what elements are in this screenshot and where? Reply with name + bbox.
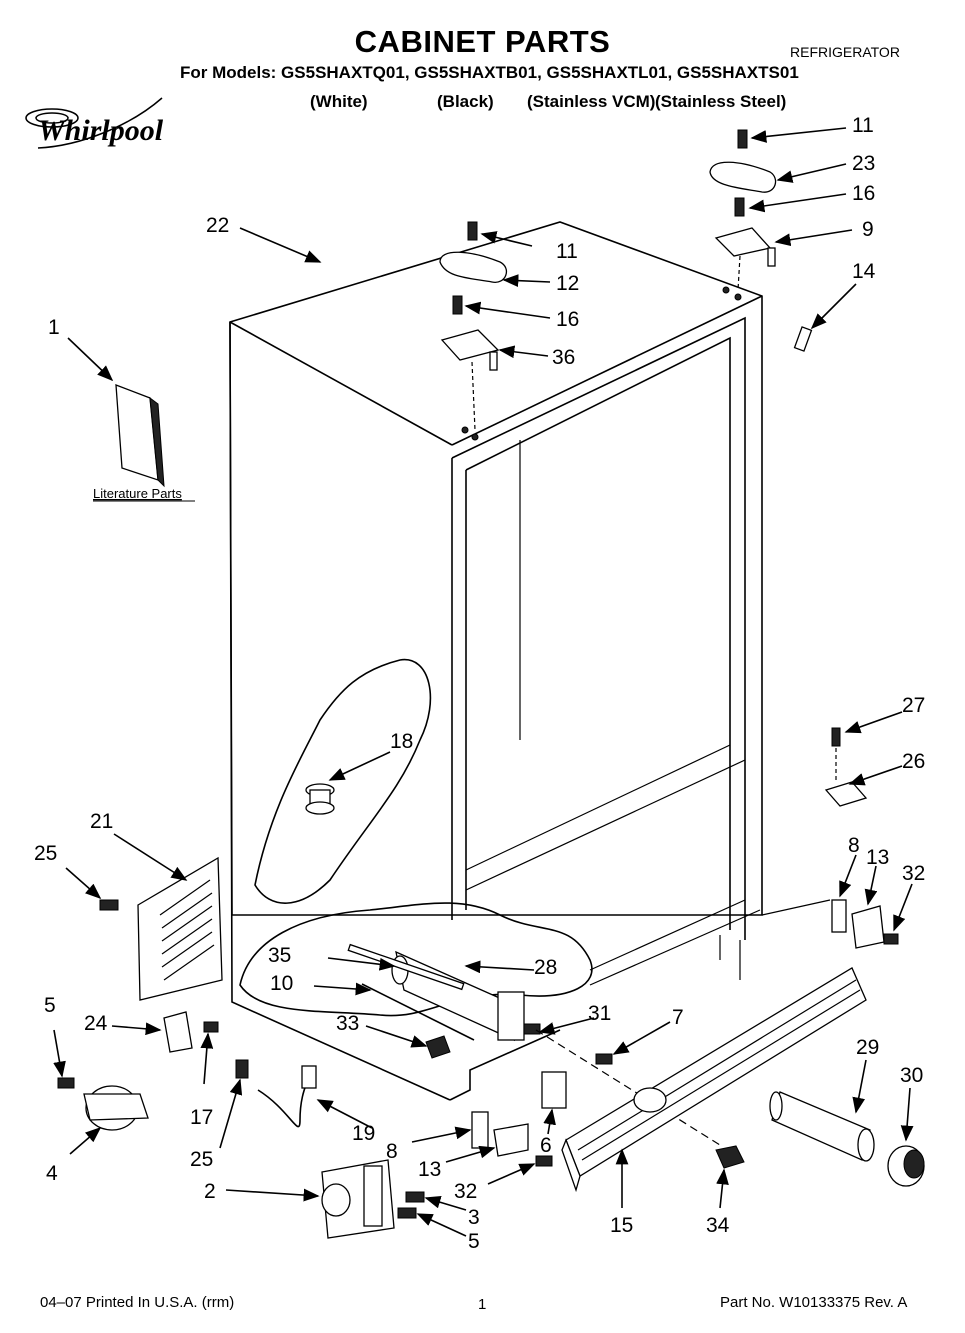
hinge-cover-12 (439, 251, 508, 283)
screw-25-top (99, 899, 119, 911)
leader-lines (53, 127, 914, 1237)
variant-stainless-steel: (Stainless Steel) (655, 92, 787, 111)
roller-4 (83, 1085, 149, 1131)
screw-5-left (57, 1077, 75, 1089)
bracket-8-bottom (471, 1111, 489, 1149)
callout-29: 29 (856, 1036, 879, 1059)
callout-21: 21 (90, 810, 113, 833)
callout-3: 3 (468, 1206, 480, 1229)
callout-8-bottom: 8 (386, 1140, 398, 1163)
leveling-leg-18 (305, 783, 335, 815)
callout-17: 17 (190, 1106, 213, 1129)
screw-3 (405, 1191, 425, 1203)
screw-32-bottom (535, 1155, 553, 1167)
footer-page-number: 1 (478, 1296, 487, 1313)
screw-32-right (883, 933, 899, 945)
lower-hinge-2 (321, 1159, 395, 1239)
footer-printed: 04–07 Printed In U.S.A. (rrm) (40, 1294, 235, 1311)
footer-part-number: Part No. W10133375 Rev. A (720, 1294, 908, 1311)
fitting-25 (235, 1059, 249, 1079)
plug-14 (793, 326, 813, 352)
callout-6: 6 (540, 1134, 552, 1157)
variant-black: (Black) (437, 92, 494, 111)
callout-34: 34 (706, 1214, 730, 1237)
literature-parts-label: Literature Parts (93, 486, 182, 501)
callout-23: 23 (852, 152, 875, 175)
callout-12: 12 (556, 272, 579, 295)
callout-13-right: 13 (866, 846, 889, 869)
callout-5: 5 (44, 994, 56, 1017)
screw-27 (831, 727, 841, 747)
fitting-19 (301, 1065, 317, 1089)
bracket-6 (541, 1071, 567, 1109)
callout-24: 24 (84, 1012, 108, 1035)
cap-34 (715, 1145, 745, 1169)
cabinet-body (229, 221, 831, 1101)
callout-16: 16 (556, 308, 579, 331)
callout-30: 30 (900, 1064, 923, 1087)
screw-31 (523, 1023, 541, 1035)
clip-33 (425, 1035, 451, 1059)
hinge-cover-23 (709, 161, 777, 193)
cutaway-left (254, 658, 432, 904)
clip-26 (824, 781, 868, 807)
callout-7: 7 (672, 1006, 684, 1029)
callout-28: 28 (534, 956, 557, 979)
bracket-8-right (831, 899, 847, 933)
base-grille-15 (561, 967, 867, 1193)
callout-25-bottom: 25 (190, 1148, 213, 1171)
callout-32-bottom: 32 (454, 1180, 477, 1203)
whirlpool-logo-swoosh-icon (25, 97, 163, 149)
callout-25: 25 (34, 842, 57, 865)
callout-35: 35 (268, 944, 291, 967)
callout-33: 33 (336, 1012, 359, 1035)
callout-31: 31 (588, 1002, 611, 1025)
callout-11-right: 11 (852, 114, 874, 137)
screws-top (452, 129, 776, 441)
bracket-13-right (851, 905, 885, 949)
screw-5-bottom (397, 1207, 417, 1219)
callout-22: 22 (206, 214, 229, 237)
bracket-24 (163, 1011, 193, 1053)
variant-white: (White) (310, 92, 368, 111)
hinge-36 (440, 329, 500, 361)
callout-18: 18 (390, 730, 413, 753)
callout-16-right: 16 (852, 182, 875, 205)
variant-stainless-vcm: (Stainless VCM) (527, 92, 656, 111)
callout-1: 1 (48, 316, 60, 339)
cutaway-bottom (239, 902, 593, 1017)
callout-8-right: 8 (848, 834, 860, 857)
callout-11: 11 (556, 240, 578, 263)
screw-7 (595, 1053, 613, 1065)
callout-36: 36 (552, 346, 575, 369)
callout-4: 4 (46, 1162, 58, 1185)
callout-14: 14 (852, 260, 876, 283)
tube-35 (347, 943, 465, 991)
filter-cap-30 (887, 1145, 925, 1187)
callout-5-bottom: 5 (468, 1230, 480, 1253)
bracket-13-bottom (493, 1123, 529, 1157)
category-label: REFRIGERATOR (790, 44, 900, 60)
callout-26: 26 (902, 750, 925, 773)
callout-13-bottom: 13 (418, 1158, 441, 1181)
screw-17 (203, 1021, 219, 1033)
models-line: For Models: GS5SHAXTQ01, GS5SHAXTB01, GS… (180, 63, 799, 82)
callout-9: 9 (862, 218, 874, 241)
water-filter-29 (769, 1091, 875, 1162)
hinge-9 (714, 227, 772, 257)
brand-logo: Whirlpool (38, 114, 164, 147)
callout-15: 15 (610, 1214, 633, 1237)
callout-27: 27 (902, 694, 925, 717)
rod-10 (361, 983, 475, 1041)
callout-numbers: 1 22 11 12 16 36 11 23 16 9 14 18 21 25 … (34, 114, 925, 1253)
page-title: CABINET PARTS (354, 24, 611, 59)
callout-2: 2 (204, 1180, 216, 1203)
callout-32-right: 32 (902, 862, 925, 885)
callout-10: 10 (270, 972, 293, 995)
axis-dash (535, 1029, 721, 1146)
callout-19: 19 (352, 1122, 375, 1145)
literature-booklet (115, 384, 165, 488)
rear-panel-21 (137, 856, 223, 1001)
